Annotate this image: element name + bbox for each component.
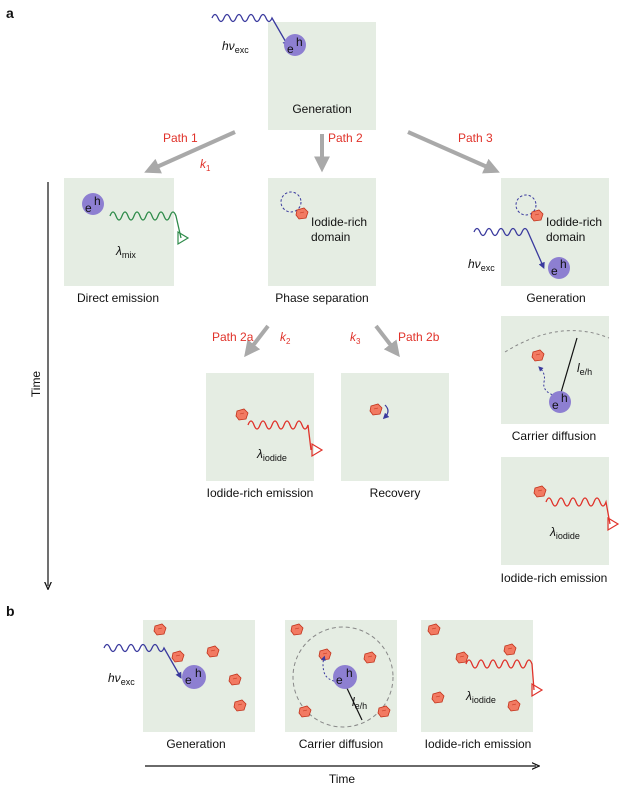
b-diffusion-label: Carrier diffusion [299, 737, 383, 751]
path-3-label: Path 3 [458, 131, 493, 145]
arrowhead-green [177, 230, 190, 246]
electron-label-right: e [551, 264, 558, 278]
recovery-arrow [382, 404, 390, 420]
box-iodide-emission-mid [206, 373, 314, 481]
diffusion-length-line [559, 337, 578, 397]
iodide-domain-diffusion [531, 349, 545, 362]
electron-label-direct: e [85, 201, 92, 215]
path-2b-label: Path 2b [398, 330, 440, 344]
emission-wave-red-mid [247, 420, 312, 451]
b-hole-label: h [195, 666, 202, 680]
domain-label: domain [311, 230, 350, 244]
panel-label-a: a [6, 5, 14, 21]
path-1-label: Path 1 [163, 131, 198, 145]
h-nu-label-right: hνexc [468, 257, 495, 273]
carrier-circle-right [548, 257, 570, 279]
box-iodide-emission-right [501, 457, 609, 565]
box-direct-emission [64, 178, 174, 286]
iodide-emission-right-label: Iodide-rich emission [501, 571, 608, 585]
time-axis-vertical-label: Time [29, 371, 43, 398]
iodide-domain-recovery [369, 403, 383, 416]
photon-wave-top [211, 13, 289, 47]
l-eh-label-right: le/h [577, 361, 592, 377]
b-lambda-iodide-label: λiodide [465, 689, 496, 705]
box-phase-separation [268, 178, 376, 286]
b-box-emission [421, 620, 533, 732]
diffusion-boundary-right [504, 330, 610, 353]
hole-label: h [296, 35, 303, 49]
iodide-domain-right [530, 209, 544, 222]
arrow-path-2b [374, 324, 400, 358]
lambda-mix-label: λmix [115, 244, 136, 260]
b-carrier-circle-diffusion [333, 665, 357, 689]
b-emission-label: Iodide-rich emission [425, 737, 532, 751]
iodide-emission-mid-label: Iodide-rich emission [207, 486, 314, 500]
iodide-rich-label-2: Iodide-rich [546, 215, 602, 229]
electron-label: e [287, 42, 294, 56]
arrowhead-red-mid [311, 442, 324, 458]
time-axis-horizontal-label: Time [329, 772, 356, 786]
arrow-path-3 [407, 130, 500, 174]
b-l-eh-label: le/h [352, 695, 367, 711]
dashed-loop [280, 191, 302, 213]
b-carrier-circle-generation [182, 665, 206, 689]
hole-label-diffusion: h [561, 391, 568, 405]
iodide-rich-label: Iodide-rich [311, 215, 367, 229]
panel-label-b: b [6, 603, 15, 619]
diffusion-path-right [538, 366, 557, 397]
recovery-label: Recovery [370, 486, 421, 500]
iodide-domain-emission-right [533, 485, 547, 498]
b-diffusion-circle [292, 626, 394, 728]
k2-label: k2 [280, 330, 291, 346]
lambda-iodide-label-mid: λiodide [256, 447, 287, 463]
b-emission-wave [465, 659, 535, 691]
arrow-path-2a [244, 324, 270, 358]
dashed-loop-right [515, 194, 537, 216]
direct-emission-label: Direct emission [77, 291, 159, 305]
arrow-path-1 [144, 130, 236, 174]
b-electron-label-diffusion: e [336, 673, 343, 687]
b-electron-label: e [185, 673, 192, 687]
path-2a-label: Path 2a [212, 330, 254, 344]
carrier-diffusion-right-label: Carrier diffusion [512, 429, 596, 443]
b-h-nu-label: hνexc [108, 671, 135, 687]
b-generation-label: Generation [166, 737, 225, 751]
emission-wave-red-right [545, 497, 611, 525]
b-arrowhead-red [531, 682, 544, 698]
phase-separation-label: Phase separation [275, 291, 368, 305]
domain-label-2: domain [546, 230, 585, 244]
path-2-label: Path 2 [328, 131, 363, 145]
iodide-domain-mid [235, 408, 249, 421]
carrier-circle-direct [82, 193, 104, 215]
iodide-domain [295, 207, 309, 220]
lambda-iodide-label-right: λiodide [549, 525, 580, 541]
k3-label: k3 [350, 330, 361, 346]
b-hole-label-diffusion: h [346, 666, 353, 680]
arrowhead-red-right [607, 516, 620, 532]
electron-label-diffusion: e [552, 398, 559, 412]
box-recovery [341, 373, 449, 481]
b-diffusion-length-line [344, 683, 363, 721]
generation-top-label: Generation [292, 102, 351, 116]
hole-label-direct: h [94, 194, 101, 208]
b-photon-wave [103, 643, 182, 679]
carrier-circle-diffusion [549, 391, 571, 413]
generation-right-label: Generation [526, 291, 585, 305]
hole-label-right: h [560, 257, 567, 271]
k1-label: k1 [200, 157, 211, 173]
h-nu-label-top: hνexc [222, 39, 249, 55]
carrier-circle-top [284, 34, 306, 56]
b-diffusion-path [320, 655, 339, 683]
emission-wave-green [109, 211, 182, 239]
photon-wave-right [473, 227, 545, 269]
